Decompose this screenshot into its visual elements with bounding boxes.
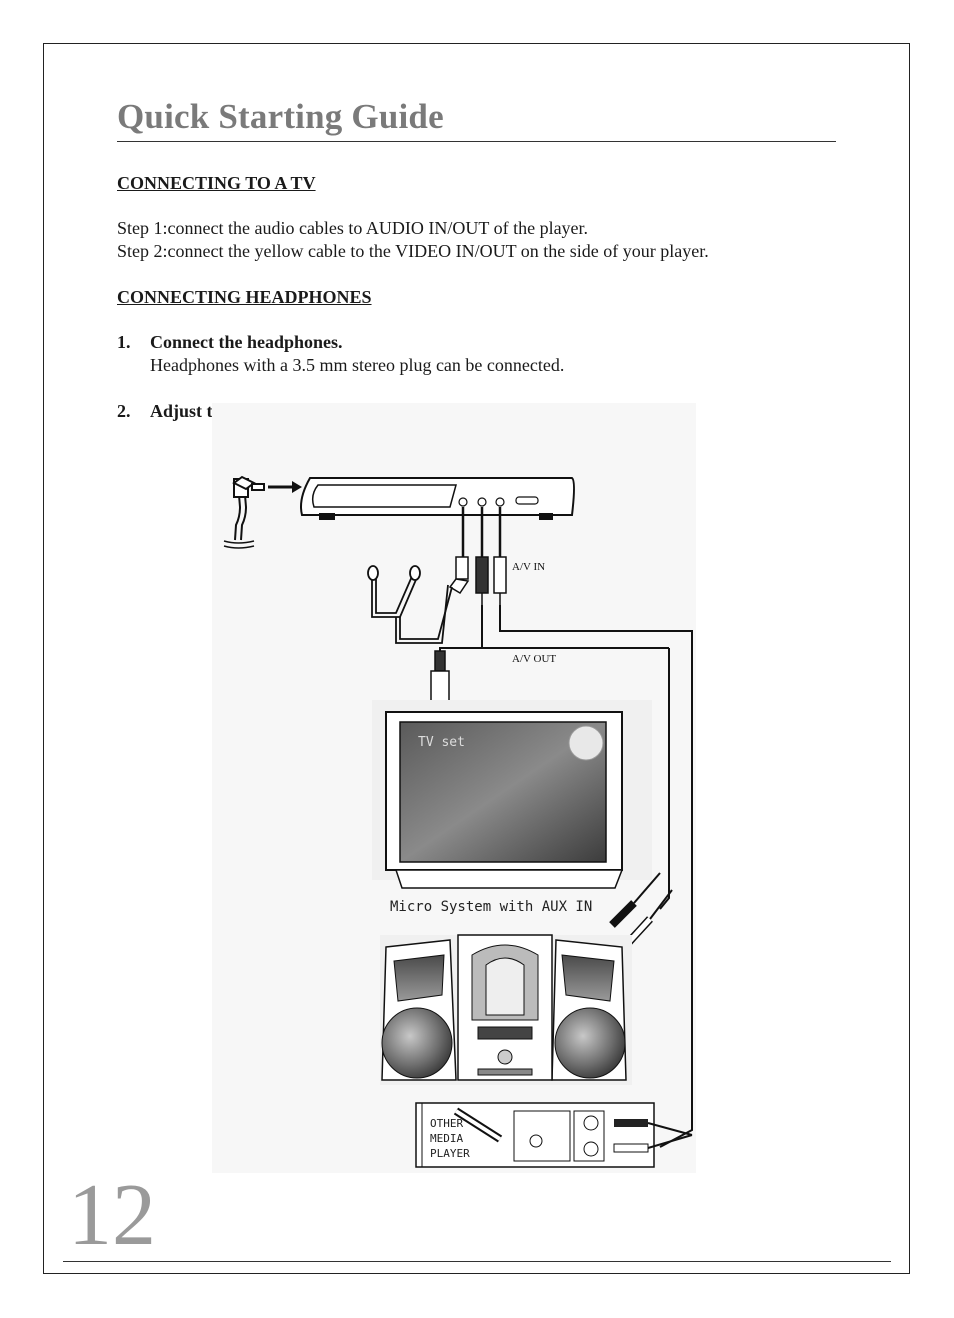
- tv-step-2: Step 2:connect the yellow cable to the V…: [117, 241, 709, 261]
- av-plug-icon: [475, 556, 507, 605]
- section-heading-tv: CONNECTING TO A TV: [117, 173, 316, 193]
- other-media-player: [415, 1102, 693, 1168]
- tv-step-1: Step 1:connect the audio cables to AUDIO…: [117, 218, 589, 238]
- page-number: 12: [68, 1167, 156, 1264]
- other-player-label-line-1: OTHER: [430, 1117, 463, 1130]
- power-plug-icon: [223, 475, 265, 549]
- tv-label: TV set: [418, 735, 465, 750]
- title-underline: [117, 141, 836, 142]
- av-in-label: A/V IN: [512, 561, 545, 573]
- tv-set: [372, 700, 652, 889]
- av-out-label: A/V OUT: [512, 653, 556, 665]
- micro-system: [380, 934, 632, 1085]
- headphones-icon: [367, 565, 453, 644]
- footer-rule: [63, 1261, 891, 1262]
- headphone-plug-icon: [448, 556, 470, 595]
- connection-diagram: A/V IN A/V OUT TV set Micro System with …: [212, 403, 696, 1173]
- other-player-label-line-2: MEDIA: [430, 1132, 463, 1145]
- portable-player: [300, 477, 575, 520]
- av-cable: [461, 507, 502, 557]
- page-border: [43, 43, 910, 1274]
- section-heading-headphones: CONNECTING HEADPHONES: [117, 287, 372, 307]
- list-item-title: Connect the headphones.: [150, 332, 343, 352]
- arrow-icon: [268, 481, 302, 493]
- list-item-number: 1.: [117, 332, 131, 352]
- page-title: Quick Starting Guide: [117, 97, 444, 136]
- other-player-label-line-3: PLAYER: [430, 1147, 470, 1160]
- list-item-number: 2.: [117, 401, 131, 421]
- micro-system-label: Micro System with AUX IN: [390, 899, 592, 915]
- list-item-text: Headphones with a 3.5 mm stereo plug can…: [150, 355, 565, 375]
